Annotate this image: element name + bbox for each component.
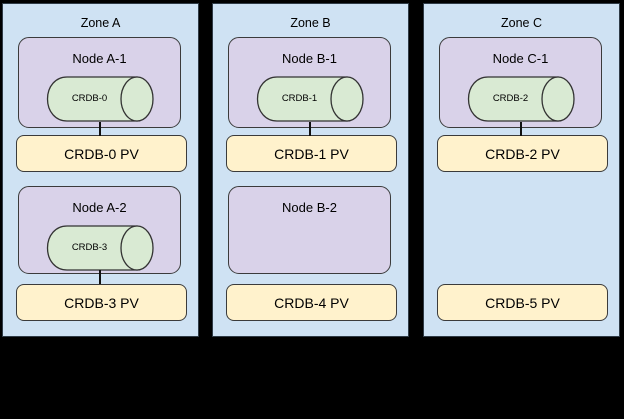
cylinder-crdb-0-label: CRDB-0: [71, 93, 108, 104]
node-a-1-label: Node A-1: [72, 51, 127, 66]
zone-a-box: Zone A Node A-1 CRDB-0 CRDB-0 PV Node A-…: [2, 3, 199, 337]
cylinder-crdb-2-label: CRDB-2: [492, 93, 529, 104]
pv-crdb-2-box: CRDB-2 PV: [437, 135, 608, 172]
zone-c-box: Zone C Node C-1 CRDB-2 CRDB-2 PV CRDB-5 …: [423, 3, 620, 337]
pv-crdb-0-box: CRDB-0 PV: [16, 135, 187, 172]
zone-b-box: Zone B Node B-1 CRDB-1 CRDB-1 PV Node B-…: [212, 3, 409, 337]
cylinder-shape-icon: [46, 76, 154, 122]
pv-crdb-4-box: CRDB-4 PV: [226, 284, 397, 321]
zone-b-title: Zone B: [290, 16, 331, 30]
node-a-1-box: Node A-1 CRDB-0: [18, 37, 181, 128]
pv-crdb-3-label: CRDB-3 PV: [64, 294, 139, 311]
cylinder-shape-icon: [46, 225, 154, 271]
pv-crdb-2-label: CRDB-2 PV: [485, 145, 560, 162]
pv-crdb-5-box: CRDB-5 PV: [437, 284, 608, 321]
node-a-2-label: Node A-2: [72, 200, 127, 215]
cylinder-shape-icon: [467, 76, 575, 122]
cylinder-crdb-2: CRDB-2: [467, 76, 575, 122]
pv-crdb-5-label: CRDB-5 PV: [485, 294, 560, 311]
node-c-1-label: Node C-1: [492, 51, 549, 66]
node-a-2-box: Node A-2 CRDB-3: [18, 186, 181, 274]
cylinder-crdb-3-label: CRDB-3: [71, 242, 108, 253]
connector-line: [520, 122, 522, 136]
cylinder-crdb-3: CRDB-3: [46, 225, 154, 271]
pv-crdb-1-label: CRDB-1 PV: [274, 145, 349, 162]
zone-a-title: Zone A: [80, 16, 121, 30]
zone-c-title: Zone C: [501, 16, 542, 30]
node-b-1-label: Node B-1: [282, 51, 337, 66]
connector-line: [309, 122, 311, 136]
connector-line: [99, 270, 101, 284]
pv-crdb-1-box: CRDB-1 PV: [226, 135, 397, 172]
node-b-1-box: Node B-1 CRDB-1: [228, 37, 391, 128]
pv-crdb-0-label: CRDB-0 PV: [64, 145, 139, 162]
pv-crdb-3-box: CRDB-3 PV: [16, 284, 187, 321]
connector-line: [99, 122, 101, 136]
node-b-2-label: Node B-2: [282, 200, 337, 215]
pv-crdb-4-label: CRDB-4 PV: [274, 294, 349, 311]
node-b-2-box: Node B-2: [228, 186, 391, 274]
cylinder-crdb-0: CRDB-0: [46, 76, 154, 122]
cylinder-shape-icon: [256, 76, 364, 122]
cylinder-crdb-1-label: CRDB-1: [281, 93, 318, 104]
cylinder-crdb-1: CRDB-1: [256, 76, 364, 122]
node-c-1-box: Node C-1 CRDB-2: [439, 37, 602, 128]
